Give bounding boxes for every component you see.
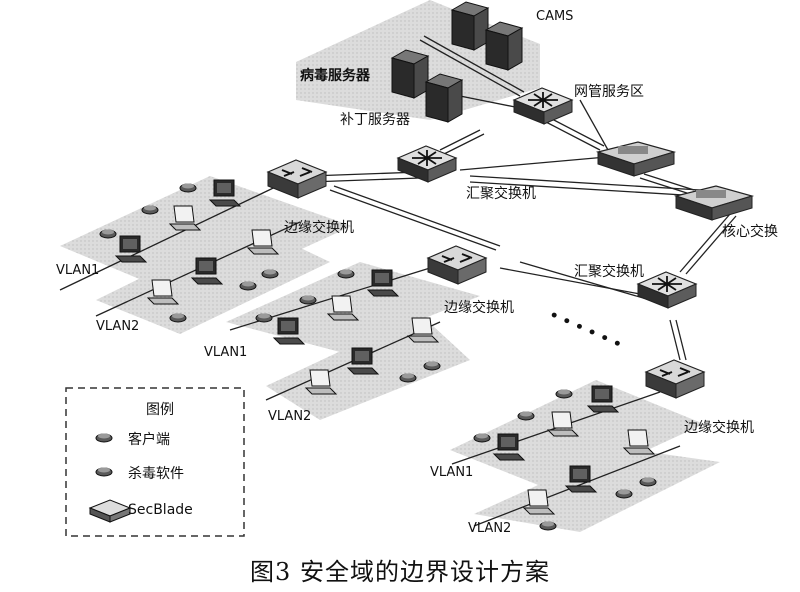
mgmt-router-icon xyxy=(513,87,573,125)
vlan-group-a-background xyxy=(60,176,352,300)
ellipsis-dots: • • • • • • xyxy=(546,307,624,353)
vlan1-b-label: VLAN1 xyxy=(204,345,247,360)
virus-server-icon xyxy=(391,49,429,99)
legend-item-antivirus: 杀毒软件 xyxy=(128,466,184,482)
patch-server-label: 补丁服务器 xyxy=(340,112,410,128)
legend-title: 图例 xyxy=(146,402,174,418)
edge-switch-1-label: 边缘交换机 xyxy=(284,219,354,236)
agg-switch-1-label: 汇聚交换机 xyxy=(466,185,536,202)
legend-item-client: 客户端 xyxy=(128,431,170,448)
mgmt-zone-label: 网管服务区 xyxy=(574,84,644,100)
legend-item-secblade: SecBlade xyxy=(128,502,193,518)
core-switch-1-icon xyxy=(597,141,675,177)
edge-switch-3-label: 边缘交换机 xyxy=(684,419,754,436)
network-security-zone-diagram: CAMS 病毒服务器 补丁服务器 网管服务区 汇聚交换机 汇聚交换机 边缘交换机… xyxy=(56,0,778,537)
agg-switch-2-label: 汇聚交换机 xyxy=(574,263,644,280)
edge-switch-1-icon xyxy=(267,159,327,199)
vlan1-a-label: VLAN1 xyxy=(56,263,99,278)
core-switch-label: 核心交换 xyxy=(722,223,778,240)
virus-server-label: 病毒服务器 xyxy=(300,67,371,84)
vlan2-a-label: VLAN2 xyxy=(96,319,139,334)
edge-switch-2-label: 边缘交换机 xyxy=(444,299,514,316)
cams-server-icon xyxy=(451,1,489,51)
edge-switch-2-icon xyxy=(427,245,487,285)
network-links xyxy=(59,35,737,527)
legend-client-icon xyxy=(95,433,113,443)
agg-router-2-icon xyxy=(637,271,697,309)
vlan1-c-label: VLAN1 xyxy=(430,465,473,480)
agg-router-1-icon xyxy=(397,145,457,183)
legend-antivirus-icon xyxy=(95,467,113,477)
cams-label: CAMS xyxy=(536,9,573,24)
patch-server-icon xyxy=(425,73,463,123)
legend-secblade-icon xyxy=(88,499,132,523)
core-switch-2-icon xyxy=(675,185,753,221)
vlan2-c-label: VLAN2 xyxy=(468,521,511,536)
vlan2-b-label: VLAN2 xyxy=(268,409,311,424)
edge-switch-3-icon xyxy=(645,359,705,399)
cams-server-2-icon xyxy=(485,21,523,71)
figure-caption: 图3 安全域的边界设计方案 xyxy=(250,558,550,586)
legend: 图例 客户端 杀毒软件 SecBlade xyxy=(65,387,245,537)
